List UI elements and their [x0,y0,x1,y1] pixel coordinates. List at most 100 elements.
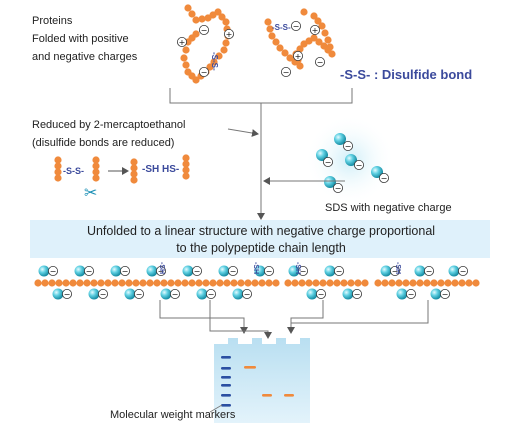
minus-charge-icon: − [335,184,342,193]
amino-acid-bead [284,279,292,287]
amino-acid-bead [291,279,299,287]
minus-charge-icon: − [442,290,449,299]
charge-circle [169,288,180,299]
plus-charge-icon: + [179,38,186,47]
amino-acid-bead [326,279,334,287]
minus-charge-icon: − [64,290,71,299]
amino-acid-bead [182,46,190,54]
amino-acid-bead [111,279,119,287]
charge-circle [290,20,301,31]
minus-charge-icon: − [317,58,324,67]
amino-acid-bead [430,279,438,287]
scissors-icon: ✂ [84,183,97,202]
sds-ball [380,265,392,277]
amino-acid-bead [130,176,138,184]
marker-band [221,404,231,407]
minus-charge-icon: − [194,267,201,276]
amino-acid-bead [76,279,84,287]
sds-page-gel [214,338,310,423]
amino-acid-bead [258,279,266,287]
charge-circle [342,140,353,151]
sds-ball [324,265,336,277]
sds-ball [345,154,357,166]
sds-ball [88,288,100,300]
minus-charge-icon: − [392,267,399,276]
charge-circle [314,57,325,68]
charge-circle [223,28,234,39]
amino-acid-bead [206,63,214,71]
amino-acid-bead [244,279,252,287]
folded-protein-1: −++−-S-S- [176,4,234,84]
amino-acid-bead [300,8,308,16]
amino-acid-bead [92,168,100,176]
minus-charge-icon: − [460,267,467,276]
disulfide-bond-label: -S-S- [210,52,219,71]
amino-acid-bead [347,279,355,287]
minus-charge-icon: − [172,290,179,299]
plus-charge-icon: + [312,26,319,35]
sds-ball [371,166,383,178]
amino-acid-bead [181,279,189,287]
amino-acid-bead [215,52,223,60]
sh-groups-label: -SH HS- [142,164,179,175]
charge-circle [133,288,144,299]
sds-ball [146,265,158,277]
amino-acid-bead [354,279,362,287]
amino-acid-bead [184,68,192,76]
minus-charge-icon: − [283,68,290,77]
minus-charge-icon: − [208,290,215,299]
amino-acid-bead [465,279,473,287]
sds-ball [52,288,64,300]
banner-line2: to the polypeptide chain length [176,241,346,255]
amino-acid-bead [90,279,98,287]
plus-charge-icon: + [295,52,302,61]
amino-acid-bead [188,10,196,18]
marker-band [221,356,231,359]
linearized-polypeptides: −−−−−−−−−−−−−−−−−−−−−−-SH-SH-SH-SH [34,262,480,300]
amino-acid-bead [83,279,91,287]
marker-band [221,394,231,397]
charge-circle [155,265,166,276]
protein-bracket [169,88,353,104]
amino-acid-bead [69,279,77,287]
reduced-line1: Reduced by 2-mercaptoethanol [32,119,185,131]
charge-circle [389,265,400,276]
minus-charge-icon: − [122,267,129,276]
charge-circle [333,265,344,276]
amino-acid-bead [272,38,280,46]
disulfide-legend: -S-S- : Disulfide bond [340,67,472,82]
amino-acid-bead [202,279,210,287]
amino-acid-bead [286,54,294,62]
plus-charge-icon: + [226,30,233,39]
amino-acid-bead [222,39,230,47]
minus-charge-icon: − [356,161,363,170]
sds-ball [110,265,122,277]
charge-circle [227,265,238,276]
sample-band-small [262,394,272,397]
proteins-desc-line2: and negative charges [32,51,138,63]
amino-acid-bead [333,279,341,287]
charge-circle [48,265,59,276]
unfolding-banner [30,220,490,258]
minus-charge-icon: − [201,68,208,77]
minus-charge-icon: − [408,290,415,299]
lane-connectors [159,300,429,339]
amino-acid-bead [388,279,396,287]
amino-acid-bead [272,279,280,287]
amino-acid-bead [324,36,332,44]
minus-charge-icon: − [426,267,433,276]
sds-ball [196,288,208,300]
amino-acid-bead [184,4,192,12]
amino-acid-bead [54,162,62,170]
amino-acid-bead [268,32,276,40]
amino-acid-bead [48,279,56,287]
gel-slab [214,338,310,423]
amino-acid-bead [192,16,200,24]
sds-ball [414,265,426,277]
amino-acid-bead [402,279,410,287]
amino-acid-bead [62,279,70,287]
minus-charge-icon: − [336,267,343,276]
amino-acid-bead [174,279,182,287]
amino-acid-bead [340,279,348,287]
amino-acid-bead [318,22,326,30]
